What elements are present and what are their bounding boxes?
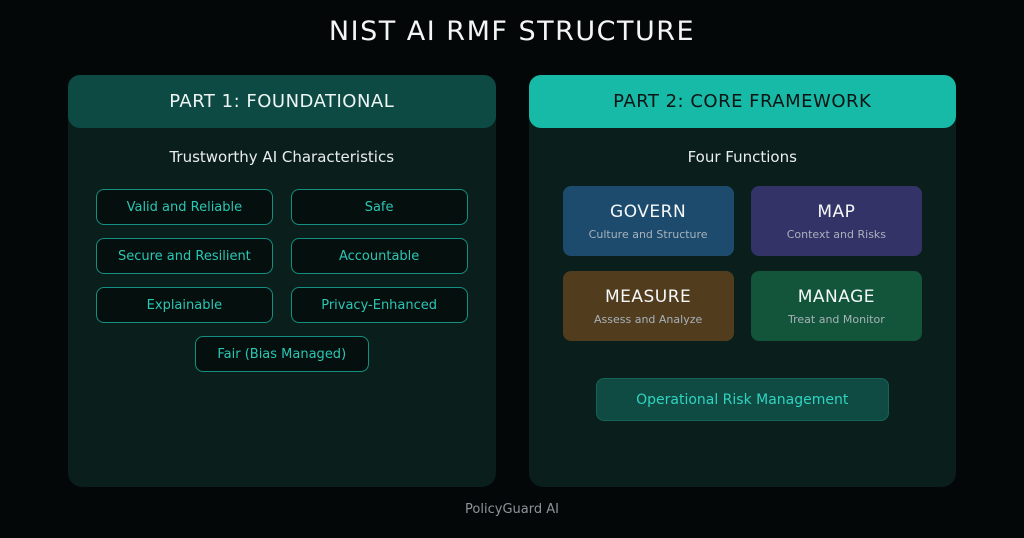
function-box-manage[interactable]: MANAGE Treat and Monitor — [750, 271, 922, 341]
chip-explainable[interactable]: Explainable — [96, 287, 273, 323]
part1-subtitle: Trustworthy AI Characteristics — [169, 148, 395, 166]
function-description: Treat and Monitor — [788, 312, 885, 326]
chip-accountable[interactable]: Accountable — [290, 238, 468, 274]
operational-risk-management-button[interactable]: Operational Risk Management — [595, 378, 889, 421]
function-name: MAP — [817, 201, 856, 222]
footer-brand: PolicyGuard AI — [465, 502, 559, 517]
part2-header: PART 2: CORE FRAMEWORK — [528, 75, 956, 128]
part2-header-label: PART 2: CORE FRAMEWORK — [613, 91, 872, 112]
panels-row: PART 1: FOUNDATIONAL Trustworthy AI Char… — [68, 75, 956, 487]
chip-privacy-enhanced[interactable]: Privacy-Enhanced — [290, 287, 468, 323]
function-name: GOVERN — [610, 201, 687, 222]
chip-secure-and-resilient[interactable]: Secure and Resilient — [96, 238, 273, 274]
function-name: MANAGE — [797, 286, 875, 307]
part2-subtitle: Four Functions — [687, 148, 797, 166]
function-description: Assess and Analyze — [594, 312, 703, 326]
part1-panel: PART 1: FOUNDATIONAL Trustworthy AI Char… — [68, 75, 496, 487]
chip-fair-bias-managed[interactable]: Fair (Bias Managed) — [194, 336, 369, 372]
part2-panel: PART 2: CORE FRAMEWORK Four Functions GO… — [528, 75, 956, 487]
part1-header-label: PART 1: FOUNDATIONAL — [169, 91, 395, 112]
function-box-govern[interactable]: GOVERN Culture and Structure — [562, 186, 734, 256]
characteristics-grid: Valid and Reliable Safe Secure and Resil… — [96, 189, 468, 372]
function-box-measure[interactable]: MEASURE Assess and Analyze — [562, 271, 734, 341]
function-name: MEASURE — [604, 286, 692, 307]
function-description: Culture and Structure — [588, 227, 708, 241]
function-description: Context and Risks — [786, 227, 887, 241]
chip-safe[interactable]: Safe — [290, 189, 468, 225]
functions-grid: GOVERN Culture and Structure MAP Context… — [562, 186, 922, 341]
function-box-map[interactable]: MAP Context and Risks — [750, 186, 922, 256]
part1-header: PART 1: FOUNDATIONAL — [68, 75, 496, 128]
page-title: NIST AI RMF STRUCTURE — [328, 16, 696, 47]
chip-valid-and-reliable[interactable]: Valid and Reliable — [96, 189, 273, 225]
